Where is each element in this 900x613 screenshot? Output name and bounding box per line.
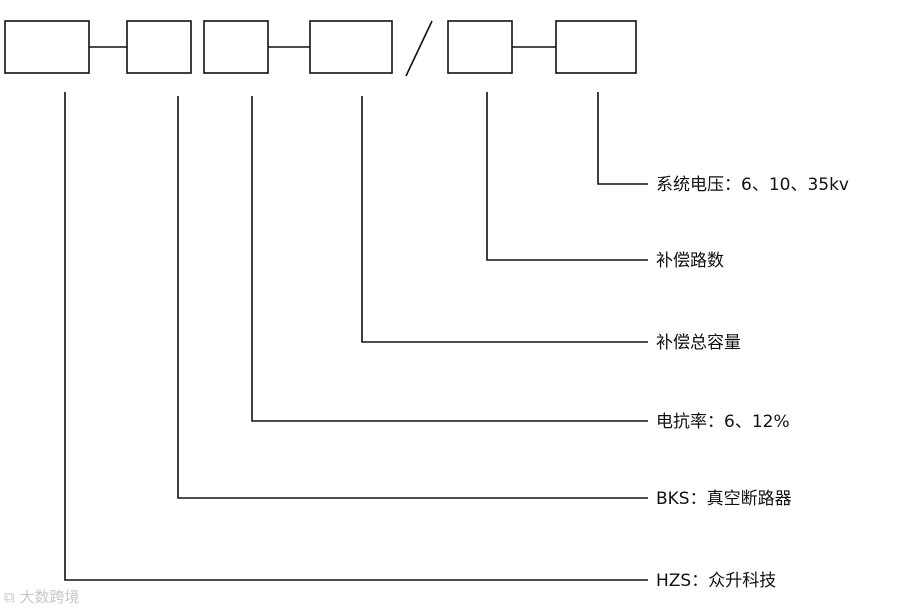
- code-box-4: [309, 20, 393, 74]
- code-box-2: [126, 20, 192, 74]
- watermark: ⧉ 大数跨境: [4, 586, 80, 607]
- label-total-capacity: 补偿总容量: [656, 333, 741, 353]
- leader-reactance: [251, 96, 648, 422]
- code-box-6: [555, 20, 637, 74]
- leader-capacity: [361, 96, 648, 343]
- leader-breaker: [177, 96, 648, 499]
- separator-slash: [405, 20, 433, 77]
- code-box-5: [447, 20, 513, 74]
- watermark-logo-icon: ⧉: [4, 588, 15, 606]
- leader-voltage: [597, 92, 648, 185]
- code-box-1: [4, 20, 90, 74]
- label-brand: HZS：众升科技: [656, 571, 777, 591]
- watermark-text: 大数跨境: [19, 588, 80, 606]
- label-reactance-rate: 电抗率：6、12%: [656, 412, 790, 432]
- label-system-voltage: 系统电压：6、10、35kv: [656, 175, 849, 195]
- label-vacuum-breaker: BKS：真空断路器: [656, 489, 792, 509]
- label-compensation-paths: 补偿路数: [656, 251, 724, 271]
- code-box-3: [203, 20, 269, 74]
- leader-brand: [64, 92, 648, 581]
- leader-paths: [486, 92, 648, 261]
